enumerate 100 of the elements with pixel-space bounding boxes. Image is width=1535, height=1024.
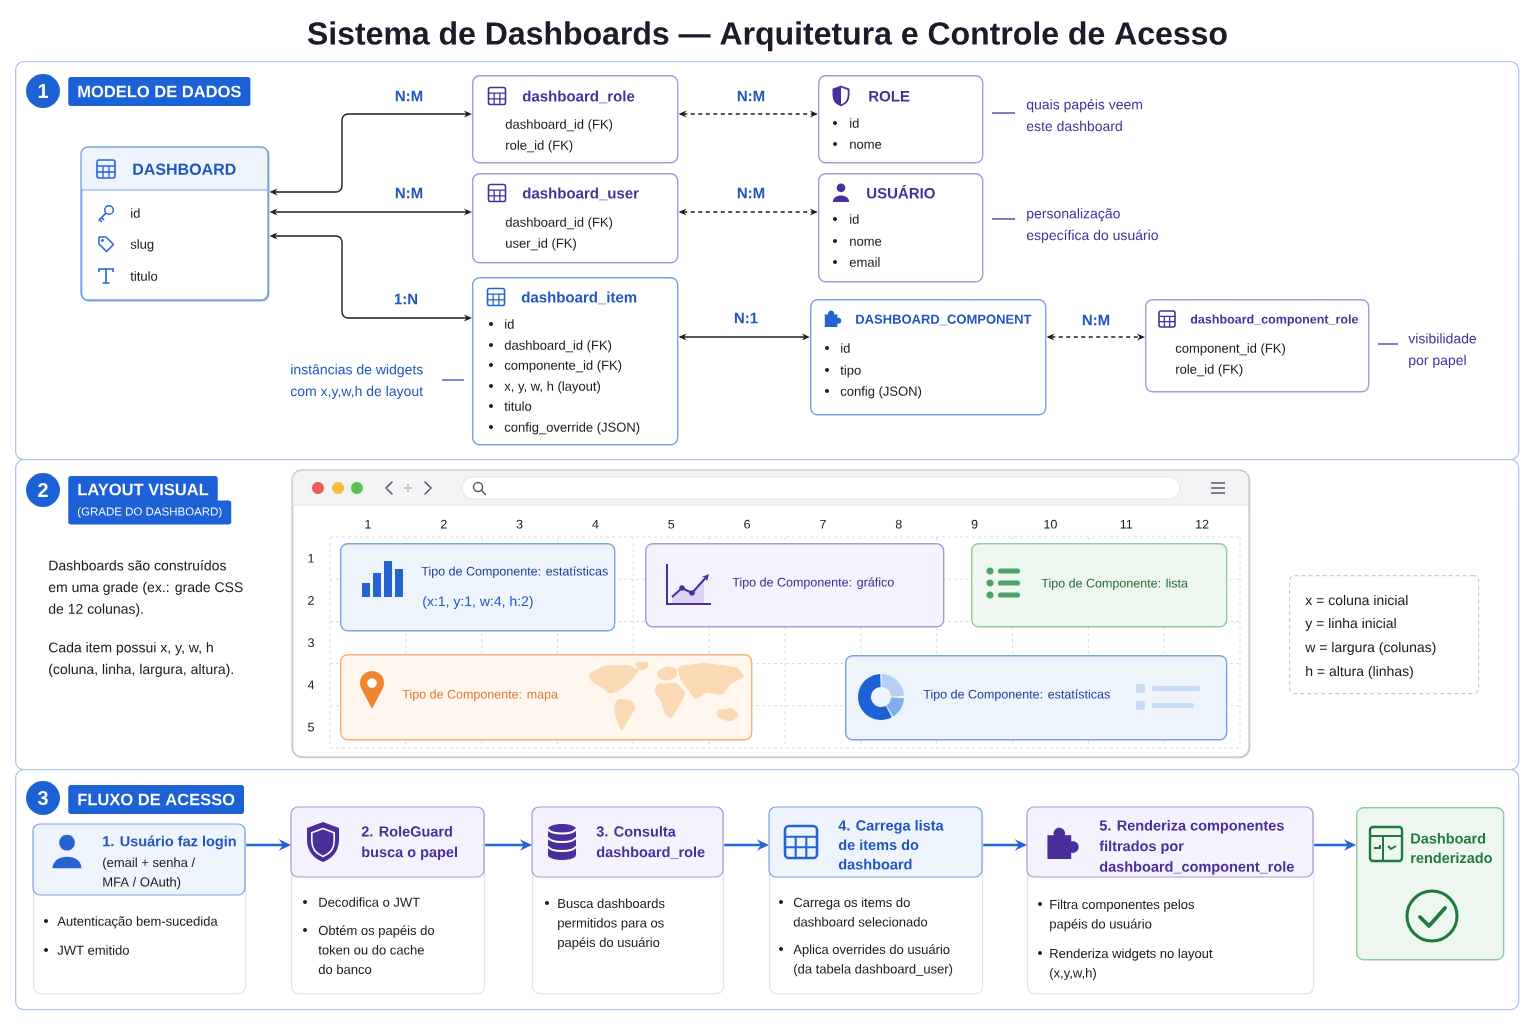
row-number: 1 (308, 554, 314, 563)
field-name: config (JSON) (840, 386, 922, 399)
widget-title: Tipo de Componente: gráfico (732, 577, 894, 590)
field-name: dashboard_id (FK) (505, 217, 613, 230)
column-number: 3 (516, 519, 523, 529)
number-badge: 2 (26, 473, 60, 507)
widget-position: (x:1, y:1, w:4, h:2) (423, 595, 533, 609)
widget-card (340, 654, 753, 741)
table-name: USUÁRIO (867, 185, 935, 199)
bullet-item: JWT emitido (57, 945, 129, 955)
table-box (810, 299, 1047, 416)
key-entry: x = coluna inicial (1305, 594, 1408, 606)
annotation: quais papéis veem este dashboard (1026, 99, 1143, 132)
field-name: slug (130, 239, 154, 252)
step-card (531, 806, 725, 995)
column-number: 7 (820, 519, 826, 529)
step-title: 1. Usuário faz login (103, 835, 236, 850)
table-box (1145, 299, 1370, 393)
bullet-item: Obtém os papéis do token ou do cache do banco (318, 925, 435, 975)
section-subheading: (GRADE DO DASHBOARD) (68, 500, 232, 525)
column-number: 2 (440, 519, 447, 529)
field-name: nome (850, 141, 882, 149)
column-number: 5 (668, 519, 675, 529)
field-name: titulo (130, 271, 158, 281)
paragraph: Cada item possui x, y, w, h (coluna, linha, largura, altura). (49, 642, 233, 677)
field-name: id (131, 208, 140, 218)
column-number: 12 (1196, 519, 1209, 529)
field-name: id (850, 118, 859, 128)
table-name: ROLE (869, 90, 910, 102)
column-number: 4 (592, 519, 599, 529)
table-name: dashboard_user (522, 187, 639, 201)
step-card (768, 806, 984, 995)
result-card (1356, 807, 1505, 961)
field-name: nome (850, 238, 882, 246)
row-number: 5 (308, 722, 314, 732)
step-card (290, 806, 486, 995)
field-name: user_id (FK) (506, 238, 576, 251)
column-number: 11 (1120, 519, 1133, 529)
step-title: 2. RoleGuard busca o papel (361, 825, 457, 861)
row-number: 2 (308, 596, 314, 605)
field-name: id (850, 214, 859, 224)
widget-title: Tipo de Componente: estatísticas (923, 689, 1110, 702)
field-name: component_id (FK) (1175, 343, 1285, 356)
field-name: config_override (JSON) (504, 422, 640, 435)
column-number: 9 (971, 519, 978, 529)
column-number: 1 (365, 519, 371, 529)
step-title: 4. Carrega lista de items do dashboard (838, 819, 944, 870)
row-number: 3 (308, 638, 314, 648)
field-name: dashboard_id (FK) (505, 119, 613, 132)
bullet-item: Filtra componentes pelos papéis do usuário (1050, 899, 1195, 932)
field-name: id (505, 319, 514, 329)
paragraph: Dashboards são construídos em uma grade (ex.: grade CSS de 12 colunas). (48, 560, 243, 617)
key-entry: y = linha inicial (1305, 617, 1396, 631)
number-badge: 1 (26, 74, 60, 108)
field-name: dashboard_id (FK) (504, 340, 612, 353)
field-name: x, y, w, h (layout) (504, 381, 601, 394)
table-box (472, 277, 679, 446)
annotation: personalização específica do usuário (1026, 208, 1158, 243)
title: Sistema de Dashboards — Arquitetura e Controle de Acesso (307, 21, 1227, 52)
table-box (472, 173, 679, 264)
step-subtitle: (email + senha / MFA / OAuth) (103, 857, 196, 890)
annotation: visibilidade por papel (1408, 333, 1477, 368)
key-entry: w = largura (colunas) (1305, 641, 1436, 655)
field-name: email (849, 257, 880, 267)
key-entry: h = altura (linhas) (1306, 665, 1413, 679)
section-heading: MODELO DE DADOS (68, 77, 251, 106)
section-heading: FLUXO DE ACESSO (68, 785, 244, 814)
field-name: tipo (840, 365, 861, 378)
field-name: titulo (504, 401, 532, 411)
bullet-item: Renderiza widgets no layout (x,y,w,h) (1050, 948, 1213, 981)
widget-title: Tipo de Componente: mapa (402, 689, 558, 702)
annotation: instâncias de widgets com x,y,w,h de layout (290, 364, 423, 399)
widget-card (845, 655, 1228, 741)
widget-card (971, 543, 1228, 628)
field-name: componente_id (FK) (504, 360, 622, 373)
widget-card (645, 543, 945, 628)
field-name: role_id (FK) (1176, 364, 1243, 377)
table-box (818, 75, 984, 164)
table-box (818, 173, 984, 283)
widget-title: Tipo de Componente: estatísticas (421, 566, 608, 579)
number-badge: 3 (26, 781, 60, 815)
table-box (80, 146, 270, 302)
field-name: role_id (FK) (506, 140, 573, 153)
table-name: dashboard_role (522, 90, 635, 104)
table-name: DASHBOARD (133, 163, 236, 175)
field-name: id (841, 343, 850, 353)
bullet-item: Carrega os items do dashboard selecionado (793, 897, 928, 927)
table-name: dashboard_component_role (1190, 314, 1358, 327)
table-name: dashboard_item (521, 291, 637, 305)
widget-title: Tipo de Componente: lista (1041, 578, 1188, 591)
bullet-item: Decodifica o JWT (319, 897, 420, 907)
column-number: 6 (744, 519, 750, 529)
bullet-item: Autenticação bem-sucedida (57, 916, 218, 929)
bullet-item: Busca dashboards permitidos para os papéis do usuário (558, 898, 665, 950)
step-card (1026, 806, 1315, 995)
step-title: 3. Consulta dashboard_role (596, 825, 705, 859)
table-name: DASHBOARD_COMPONENT (856, 314, 1032, 326)
step-card (32, 823, 247, 995)
bullet-item: Aplica overrides do usuário (da tabela dashboard_user) (793, 944, 953, 977)
result-title: Dashboard renderizado (1411, 832, 1492, 864)
